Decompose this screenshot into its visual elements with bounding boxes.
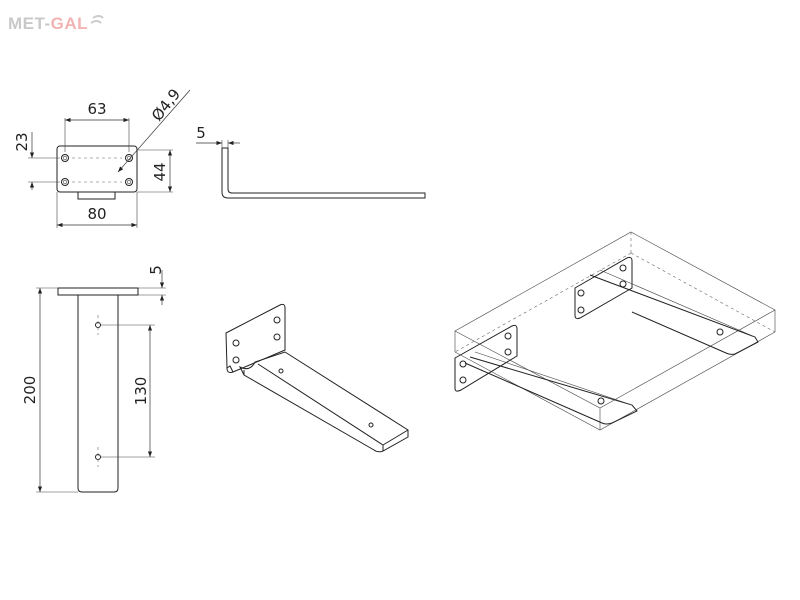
dim-23: 23 (13, 132, 31, 151)
met-gal-logo: MET-GAL (8, 14, 88, 34)
dim-thickness-side: 5 (196, 124, 206, 142)
dim-diameter: Ø4,9 (148, 85, 184, 124)
dim-63: 63 (87, 100, 106, 118)
bracket-top-view: 200 130 5 (21, 265, 166, 493)
logo-icon (90, 15, 104, 24)
bracket-side-view: 5 (196, 124, 426, 199)
dim-thickness-front: 5 (147, 265, 165, 275)
logo-text: MET- (8, 14, 51, 33)
dim-80: 80 (87, 205, 106, 223)
dim-200: 200 (21, 376, 39, 405)
mounting-holes (61, 154, 133, 186)
dim-44: 44 (151, 162, 169, 181)
plate-front-view: 63 80 44 23 Ø4,9 (13, 85, 191, 228)
bracket-isometric (225, 303, 409, 453)
dim-130: 130 (132, 377, 150, 406)
shelf-assembly-isometric (454, 231, 776, 431)
logo-text-accent: GAL (50, 14, 88, 33)
